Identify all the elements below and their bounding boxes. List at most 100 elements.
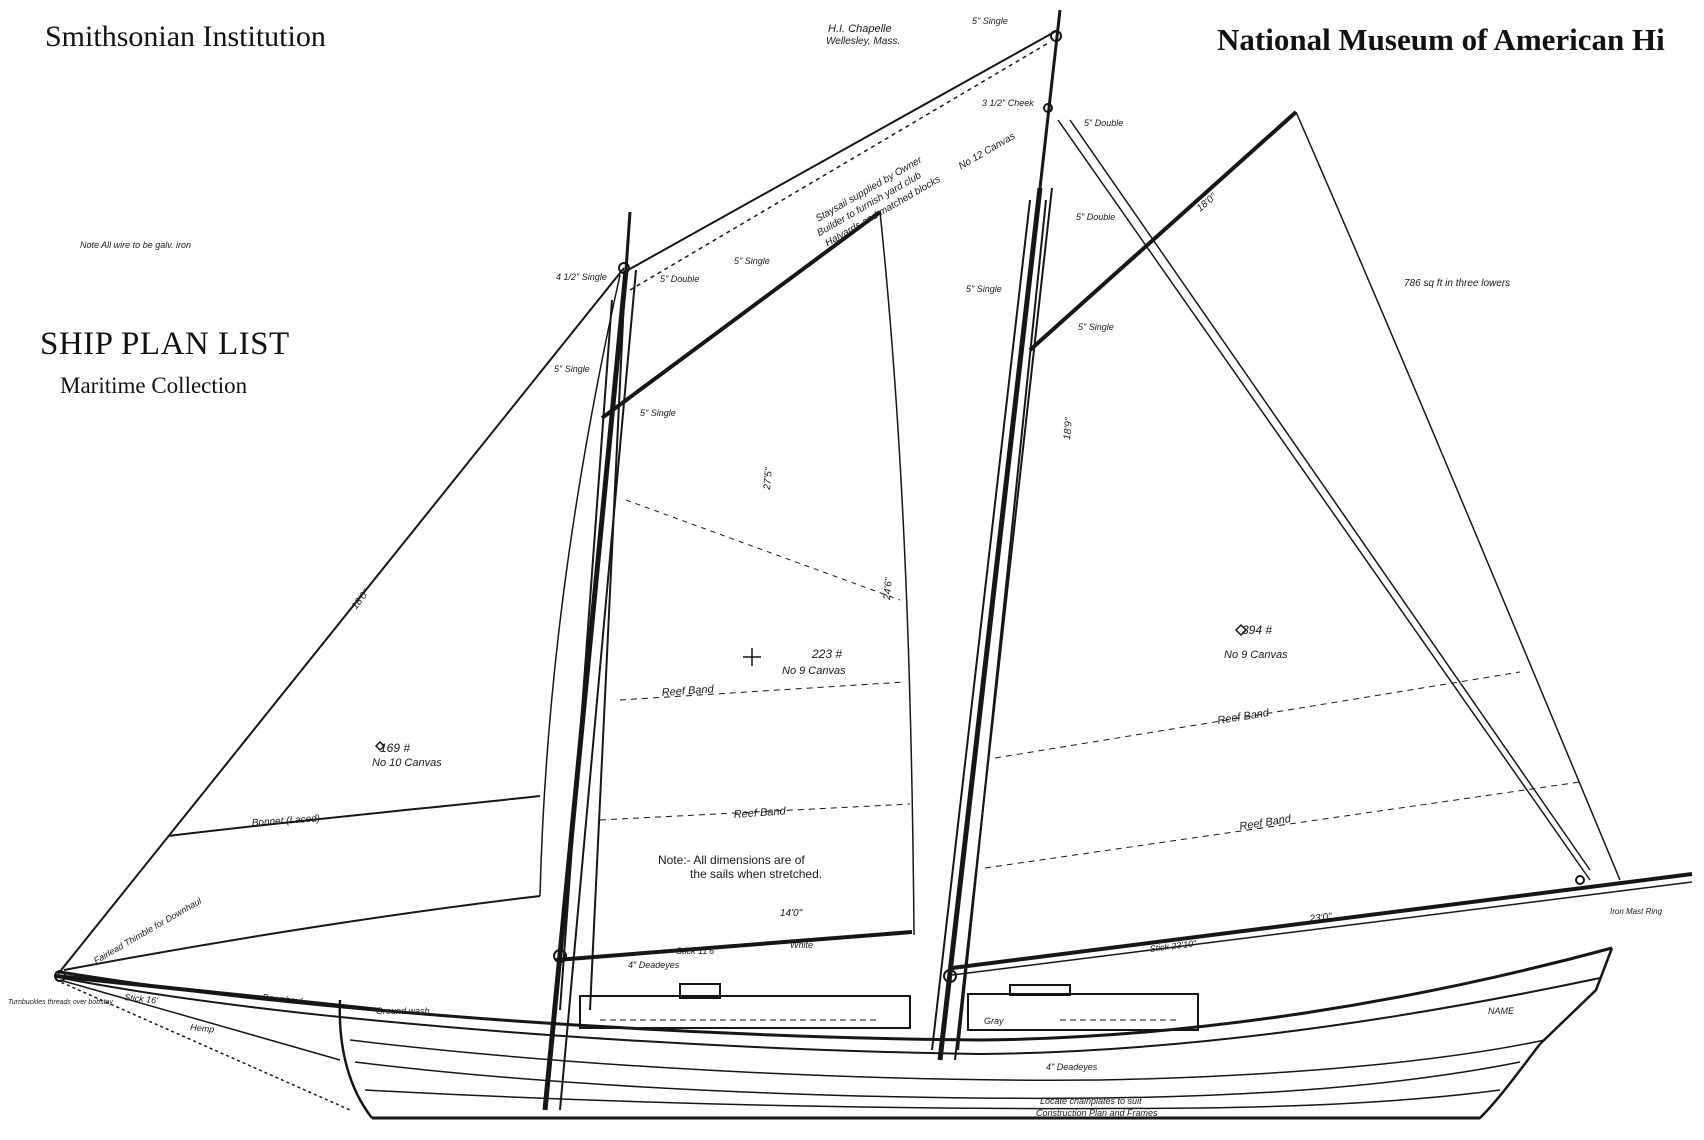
deadeye-main: [943, 969, 957, 983]
jib-area: 169 #: [380, 741, 410, 755]
deadeye-fore: [553, 949, 567, 963]
jib-sail: [63, 274, 621, 971]
main-boom: [951, 872, 1693, 970]
bowsprit: [55, 974, 381, 1111]
foresail-center-mark: [743, 648, 761, 666]
note-staysail-canvas: No 12 Canvas: [957, 131, 1017, 172]
label-single-45: 4 1/2" Single: [556, 272, 607, 282]
foresail: [555, 210, 915, 962]
main-topmast-stay: [627, 29, 1059, 271]
fore-topmast-stay-dotted: [629, 41, 1051, 291]
label-downhaul: Downhaul: [262, 992, 304, 1006]
fittings: [54, 30, 1585, 983]
jib-bonnet: [167, 795, 541, 837]
hull-strake-3: [364, 1089, 1501, 1110]
rail-line: [61, 977, 1601, 1056]
waterline: [372, 1043, 1541, 1120]
mainsail-canvas: No 9 Canvas: [1224, 649, 1288, 661]
fore-topmast: [624, 211, 632, 271]
mainsail-center-mark: [1234, 623, 1248, 637]
hull: [59, 946, 1614, 1120]
main-shroud-2: [957, 199, 1047, 1051]
mainsail-leech: [1295, 111, 1621, 881]
jib-bonnet-label: Bonnet (Laced): [251, 813, 320, 829]
label-chainplates-2: Construction Plan and Frames: [1036, 1108, 1158, 1118]
label-chainplates-1: Locate chainplates to suit: [1040, 1096, 1142, 1106]
label-deadeyes-fore: 4" Deadeyes: [628, 960, 680, 970]
catalog-subtitle: Maritime Collection: [60, 373, 248, 398]
dim-fore-foot: 14'0": [780, 908, 803, 919]
foresail-reef-1: [619, 681, 906, 701]
center-markers: [374, 623, 1248, 752]
foresail-canvas: No 9 Canvas: [782, 665, 846, 677]
foremast: [542, 211, 637, 1111]
label-hemp: Hemp: [190, 1022, 215, 1034]
main-cabin: [967, 993, 1199, 1031]
foresail-reef-label-2: Reef Band: [733, 805, 787, 821]
jib-canvas: No 10 Canvas: [372, 757, 442, 769]
fore-cabin: [579, 995, 911, 1029]
block-fore-head: [618, 262, 630, 274]
foresail-area: 223 #: [811, 647, 842, 661]
jib-leech: [539, 274, 621, 897]
foresail-diagonal: [625, 499, 901, 601]
dim-main-boom: 23'0": [1308, 911, 1333, 925]
label-gray: Gray: [984, 1016, 1004, 1026]
block-main-head: [1050, 30, 1062, 42]
mainsail-reef-1: [994, 671, 1521, 759]
label-double-5-c: 5" Double: [660, 274, 699, 284]
label-single-5-f: 5" Single: [640, 408, 676, 418]
fore-boom: [555, 930, 913, 962]
dim-main-mast-head: 18'9": [1062, 417, 1075, 440]
sheer-line: [59, 946, 1613, 1042]
note-sail-area: 786 sq ft in three lowers: [1404, 278, 1510, 289]
block-main-boom-end: [1575, 875, 1585, 885]
stays: [57, 29, 1591, 975]
stern-transom: [1539, 947, 1614, 1045]
dim-jib-stay: 18'0": [350, 587, 373, 612]
backstay: [1057, 119, 1591, 881]
label-single-5-d: 5" Single: [734, 256, 770, 266]
jib-stay: [57, 267, 625, 975]
bowsprit-spar: [55, 974, 381, 1012]
note-wire: Note All wire to be galv. iron: [80, 240, 191, 250]
fore-gaff: [600, 210, 882, 420]
main-shroud: [931, 199, 1031, 1051]
mainmast-spar: [937, 187, 1043, 1061]
institution-title: Smithsonian Institution: [45, 20, 326, 53]
label-deadeyes-main: 4" Deadeyes: [1046, 1062, 1098, 1072]
jib-center-mark: [374, 740, 386, 752]
designer-location: Wellesley, Mass.: [826, 36, 900, 47]
bow-stem: [338, 999, 373, 1119]
label-double-5-b: 5" Double: [1076, 212, 1115, 222]
bowsprit-shroud: [59, 979, 341, 1061]
mainsail-reef-label: Reef Band: [1217, 707, 1271, 727]
dim-main-head: 18'0": [1195, 191, 1219, 214]
mainsail-reef-2: [984, 781, 1581, 869]
designer-name: H.I. Chapelle: [828, 23, 892, 35]
deck-structures: [579, 983, 1199, 1031]
foresail-leech: [879, 211, 915, 936]
jib-foot: [63, 895, 541, 971]
annotations: H.I. Chapelle Wellesley, Mass. Note All …: [8, 16, 1663, 1118]
label-cheek: 3 1/2" Cheek: [982, 98, 1034, 108]
museum-title: National Museum of American Hi: [1217, 22, 1665, 57]
dim-fore-luff: 24'6": [882, 577, 895, 601]
label-double-5-a: 5" Double: [1084, 118, 1123, 128]
main-staysail-line: [1069, 119, 1591, 871]
label-single-5-b: 5" Single: [966, 284, 1002, 294]
foresail-reef-2: [599, 803, 911, 821]
label-name: NAME: [1488, 1006, 1515, 1016]
foremast-spar: [542, 269, 629, 1111]
note-dimensions-2: the sails when stretched.: [690, 867, 822, 881]
mainsail-reef-label-2: Reef Band: [1239, 813, 1293, 833]
mainsail: [951, 110, 1693, 976]
mainmast: [931, 9, 1062, 1061]
mainsail-area: 394 #: [1242, 623, 1272, 637]
label-iron-mast-ring: Iron Mast Ring: [1610, 907, 1663, 916]
label-stick-fore: Stick 11'6": [676, 946, 718, 956]
hull-strake-2: [354, 1061, 1521, 1100]
main-cabin-top: [1009, 984, 1071, 996]
foremast-spar-aft: [559, 269, 637, 1111]
